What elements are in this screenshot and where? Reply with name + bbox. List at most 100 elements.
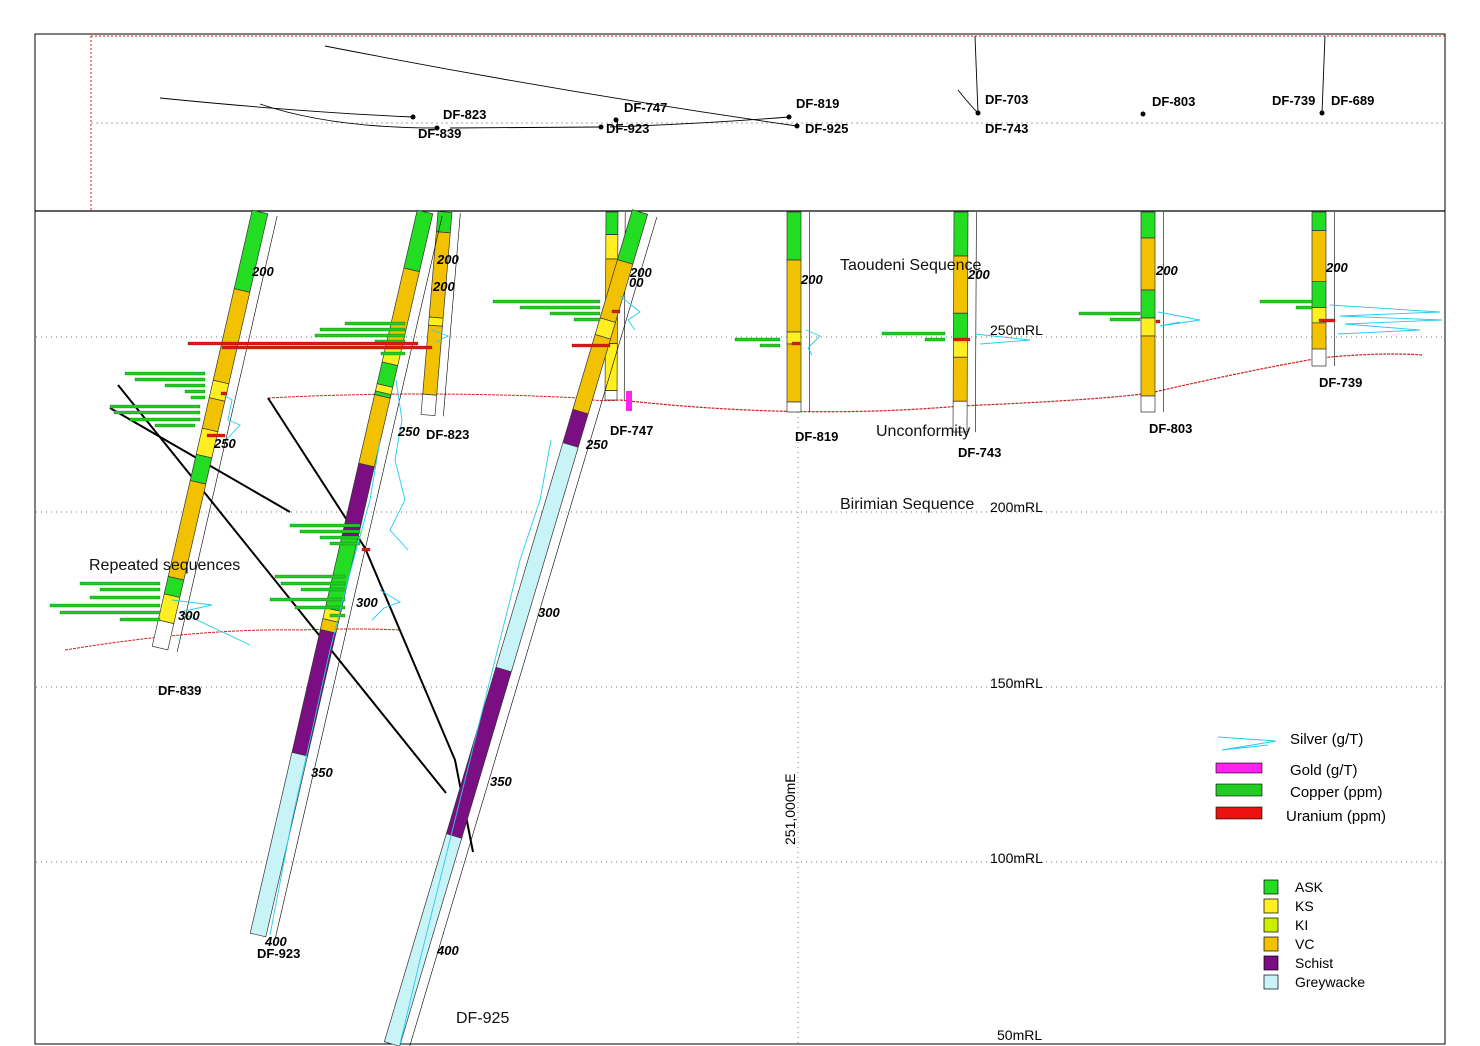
lithology-interval-none	[1140, 395, 1156, 413]
legend-swatch-schist	[1263, 955, 1279, 971]
unconformity-label: Unconformity	[876, 423, 970, 440]
copper-assays-bar	[314, 333, 406, 338]
lithology-interval-ask	[1311, 280, 1327, 308]
silver-assay-trace	[389, 379, 409, 551]
unconformity-line-east	[619, 353, 1423, 413]
lithology-interval-none	[1311, 348, 1327, 367]
taoudeni-label: Taoudeni Sequence	[840, 257, 982, 274]
copper-assays-bar	[300, 587, 346, 592]
uranium-assays-bar	[206, 433, 226, 438]
copper-assays-bar	[549, 311, 601, 316]
depth-label-350: 350	[311, 765, 333, 780]
lithology-interval-ask	[1140, 211, 1156, 239]
hole-label-df-839: DF-839	[158, 683, 201, 698]
lithology-interval-none	[151, 619, 175, 651]
section-annotations: Taoudeni Sequence Unconformity Birimian …	[89, 257, 982, 1027]
copper-assays-bar	[380, 351, 406, 356]
plan-label-df-925: DF-925	[805, 121, 848, 136]
depth-label-00: 00	[629, 275, 644, 290]
copper-assays-bar	[119, 617, 161, 622]
lithology-interval-ask	[435, 211, 453, 234]
depth-label-200: 200	[800, 272, 823, 287]
copper-assays-bar	[734, 337, 781, 342]
lithology-interval-ask	[617, 209, 649, 265]
plan-traces	[159, 35, 1326, 129]
uranium-assays-bar	[791, 341, 801, 346]
legend-swatch-vc	[1263, 936, 1279, 952]
lithology-interval-greywacke	[249, 752, 308, 938]
lithology-interval-vc	[386, 267, 420, 345]
gold-assays	[626, 391, 632, 411]
plan-label-df-839: DF-839	[418, 126, 461, 141]
copper-assays-bar	[1295, 305, 1313, 310]
copper-assays-bar	[269, 597, 346, 602]
unconformity-line-central	[267, 393, 621, 402]
silver-legend-label: Silver (g/T)	[1290, 731, 1363, 748]
copper-assays-bar	[154, 423, 196, 428]
lithology-interval-none	[786, 401, 802, 413]
lithology-interval-vc	[1311, 322, 1327, 350]
lithology-interval-schist	[291, 629, 337, 757]
silver-assays	[171, 295, 1443, 1045]
silver-assay-trace	[431, 329, 450, 343]
uranium-assays-bar	[953, 337, 971, 342]
drillhole-df-819	[786, 211, 810, 413]
copper-assays-bar	[519, 305, 601, 310]
rl-label-200: 200mRL	[990, 499, 1043, 515]
plan-label-df-703: DF-703	[985, 92, 1028, 107]
depth-label-250: 250	[397, 424, 420, 439]
depth-label-400: 400	[436, 943, 459, 958]
depth-label-300: 300	[178, 608, 200, 623]
copper-assays-bar	[164, 383, 206, 388]
unconformity-line-west	[64, 628, 401, 651]
copper-assays-bar	[1078, 311, 1141, 316]
lithology-interval-ask	[605, 211, 619, 235]
lithology-interval-schist	[445, 666, 512, 839]
silver-assay-trace	[619, 295, 641, 331]
plan-collar-markers	[410, 110, 1325, 131]
depth-labels: 200 250 300 200 200 250 300 350 400 200 …	[178, 252, 1348, 958]
lithology-interval-ask	[1311, 211, 1327, 231]
lithology-interval-ks	[428, 316, 444, 327]
lithology-interval-none	[952, 400, 968, 433]
lithology-interval-ask	[1140, 289, 1156, 319]
legend-label-schist: Schist	[1295, 955, 1333, 971]
lithology-interval-vc	[422, 324, 443, 396]
depth-label-200: 200	[436, 252, 459, 267]
copper-assays-bar	[124, 371, 206, 376]
copper-assays-bar	[89, 595, 161, 600]
copper-assays-bar	[129, 417, 201, 422]
copper-assays-bar	[924, 337, 946, 342]
uranium-assays-bar	[220, 391, 228, 396]
lithology-interval-ks	[157, 593, 181, 625]
copper-assays-bar	[280, 581, 346, 586]
hole-label-df-743: DF-743	[958, 445, 1001, 460]
legend-swatch-ks	[1263, 898, 1279, 914]
silver-assay-trace	[223, 394, 241, 441]
rl-label-250: 250mRL	[990, 322, 1043, 338]
lithology-interval-vc	[786, 259, 802, 333]
hole-label-df-823: DF-823	[426, 427, 469, 442]
legend-swatch-ask	[1263, 879, 1279, 895]
drillholes	[151, 209, 1335, 1046]
copper-legend-swatch	[1215, 783, 1263, 797]
depth-label-350: 350	[490, 774, 512, 789]
legend-label-greywacke: Greywacke	[1295, 974, 1365, 990]
drillhole-df-823a	[420, 211, 461, 417]
legend-label-ask: ASK	[1295, 879, 1324, 895]
copper-assays-bar	[109, 404, 201, 409]
lithology-interval-greywacke	[383, 833, 463, 1046]
legend-swatch-ki	[1263, 917, 1279, 933]
drillhole-df-839	[151, 209, 278, 653]
lithology-interval-vc	[1311, 230, 1327, 282]
depth-label-200: 200	[967, 267, 990, 282]
copper-assays-bar	[134, 377, 206, 382]
copper-assays-bar	[344, 321, 406, 326]
lithology-interval-vc	[1140, 335, 1156, 397]
silver-assay-trace	[371, 589, 402, 621]
lithology-interval-ask	[953, 211, 969, 257]
hole-label-df-923: DF-923	[257, 946, 300, 961]
plan-label-df-819: DF-819	[796, 96, 839, 111]
